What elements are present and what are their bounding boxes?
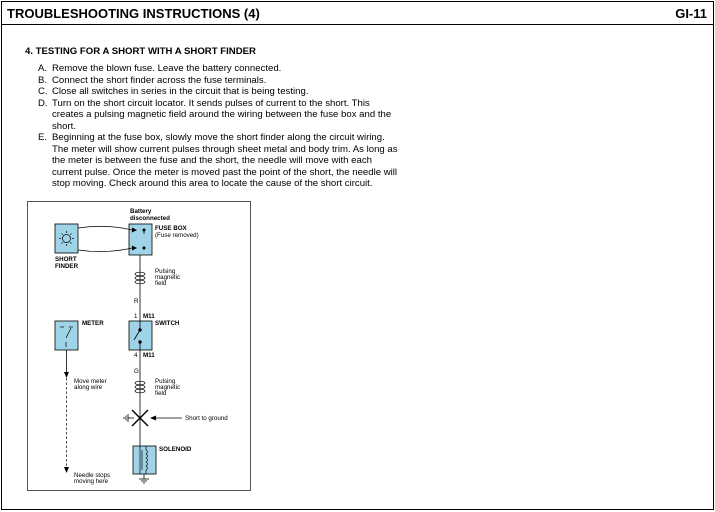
step-text: Remove the blown fuse. Leave the battery… xyxy=(52,63,282,74)
step-b: B. Connect the short finder across the f… xyxy=(38,75,398,87)
wire-color-r: R xyxy=(134,298,139,305)
solenoid-rect xyxy=(132,445,157,475)
meter-rect xyxy=(54,320,79,351)
page-code: GI-11 xyxy=(675,5,707,21)
field-label: field xyxy=(155,280,167,287)
magnetic-field-icon xyxy=(134,380,146,394)
switch-symbol-icon xyxy=(133,321,142,350)
arrow-down-icon xyxy=(64,372,69,378)
circuit-diagram-svg: Battery disconnected FUSE BOX (Fuse remo… xyxy=(54,208,228,485)
arrow-down-icon xyxy=(64,467,69,473)
solenoid-label: SOLENOID xyxy=(159,446,192,453)
finder-lead-top xyxy=(77,226,133,231)
solenoid-coil-icon xyxy=(139,446,148,474)
field-label: field xyxy=(155,390,167,397)
ground-icon xyxy=(123,414,134,422)
sun-icon xyxy=(59,231,74,246)
move-meter-label-2: along wire xyxy=(74,384,103,391)
needle-stops-label: Needle stops xyxy=(74,472,110,479)
step-a: A. Remove the blown fuse. Leave the batt… xyxy=(38,63,398,75)
magnetic-field-icon xyxy=(134,271,146,285)
pulsing-label: Pulsing xyxy=(155,268,176,275)
step-letter: B. xyxy=(38,74,48,86)
wire-color-g: G xyxy=(134,368,139,375)
short-finder-diagram: Battery disconnected FUSE BOX (Fuse remo… xyxy=(27,201,251,491)
pulsing-label: Pulsing xyxy=(155,378,176,385)
finder-lead-bottom xyxy=(77,247,133,252)
fuse-terminal-bottom xyxy=(142,246,146,250)
step-c: C. Close all switches in series in the c… xyxy=(38,86,398,98)
meter-label: METER xyxy=(82,320,104,327)
fuse-box-label: FUSE BOX xyxy=(155,225,188,232)
step-text: Close all switches in series in the circ… xyxy=(52,86,309,97)
fuse-removed-label: (Fuse removed) xyxy=(155,232,199,239)
short-finder-rect xyxy=(54,223,79,254)
ground-icon xyxy=(139,474,149,484)
short-to-ground-label: Short to ground xyxy=(185,415,228,422)
step-letter: C. xyxy=(38,86,48,97)
switch-label: SWITCH xyxy=(155,320,180,327)
battery-label-2: disconnected xyxy=(130,215,170,222)
magnetic-label: magnetic xyxy=(155,274,180,281)
page-header: TROUBLESHOOTING INSTRUCTIONS (4) GI-11 xyxy=(2,2,713,25)
step-letter: E. xyxy=(38,132,48,143)
magnetic-label: magnetic xyxy=(155,384,180,391)
step-d: D. Turn on the short circuit locator. It… xyxy=(38,98,398,133)
step-text: Beginning at the fuse box, slowly move t… xyxy=(52,132,398,189)
short-x-icon xyxy=(131,409,149,427)
battery-label: Battery xyxy=(130,208,152,215)
pin-label: 1 xyxy=(134,313,138,320)
arrow-left-icon xyxy=(150,415,156,421)
connector-label: M11 xyxy=(143,352,155,359)
needle-stops-label-2: moving here xyxy=(74,478,109,485)
short-finder-label-2: FINDER xyxy=(55,263,79,270)
meter-needle-icon xyxy=(60,326,73,347)
step-letter: A. xyxy=(38,63,48,74)
steps-list: A. Remove the blown fuse. Leave the batt… xyxy=(38,63,398,190)
switch-rect xyxy=(128,320,153,351)
step-text: Connect the short finder across the fuse… xyxy=(52,74,267,86)
short-finder-label: SHORT xyxy=(55,256,77,263)
move-meter-label: Move meter xyxy=(74,378,107,385)
connector-label: M11 xyxy=(143,313,155,320)
section-title: 4. TESTING FOR A SHORT WITH A SHORT FIND… xyxy=(25,46,256,57)
step-letter: D. xyxy=(38,97,48,109)
page-title: TROUBLESHOOTING INSTRUCTIONS (4) xyxy=(7,5,260,21)
step-e: E. Beginning at the fuse box, slowly mov… xyxy=(38,132,398,190)
step-text: Turn on the short circuit locator. It se… xyxy=(52,97,392,132)
pin-label: 4 xyxy=(134,352,138,359)
